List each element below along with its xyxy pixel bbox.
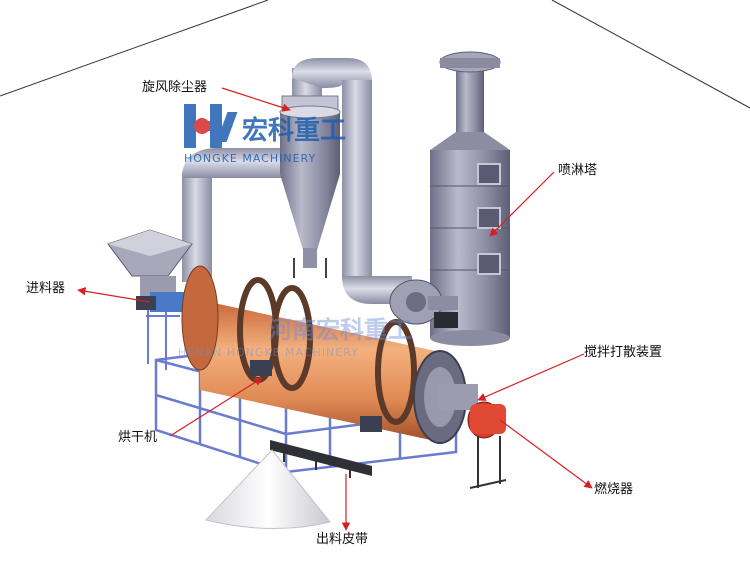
draft-fan (389, 279, 458, 328)
room-corner-lines (0, 0, 750, 109)
label-discharge-belt: 出料皮带 (316, 532, 369, 547)
rotary-dryer-drum (181, 265, 478, 444)
label-feeder: 进料器 (26, 281, 66, 296)
label-burner: 燃烧器 (594, 482, 634, 497)
arrow-spray-tower (489, 171, 555, 237)
cyclone-dust-collector (279, 95, 341, 278)
burner (467, 401, 507, 489)
brand-en-text: HONGKE MACHINERY (184, 152, 317, 165)
label-dryer: 烘干机 (118, 430, 158, 445)
discharge-belt-conveyor (270, 440, 372, 478)
label-spray-tower: 喷淋塔 (558, 163, 598, 178)
logo-mark-icon (184, 104, 256, 148)
brand-watermark: 河南宏科重工 HENAN HONGKE MACHINERY (172, 308, 472, 368)
leader-arrows (77, 87, 593, 531)
arrow-cyclone (221, 87, 291, 112)
brand-cn-text: 宏科重工 (242, 116, 347, 146)
brand-logo: 宏科重工 HONGKE MACHINERY (182, 100, 382, 170)
feeder-hopper (107, 229, 200, 370)
drum-rings (237, 277, 417, 425)
arrow-feeder (77, 287, 151, 303)
label-mixer: 搅拌打散装置 (584, 345, 663, 360)
arrow-dryer (169, 377, 263, 437)
arrow-burner (499, 419, 593, 489)
label-cyclone: 旋风除尘器 (142, 80, 208, 95)
watermark-en-text: HENAN HONGKE MACHINERY (178, 346, 359, 359)
material-pile (205, 449, 331, 529)
arrow-mixer (477, 353, 585, 401)
watermark-cn-text: 河南宏科重工 (268, 316, 412, 344)
